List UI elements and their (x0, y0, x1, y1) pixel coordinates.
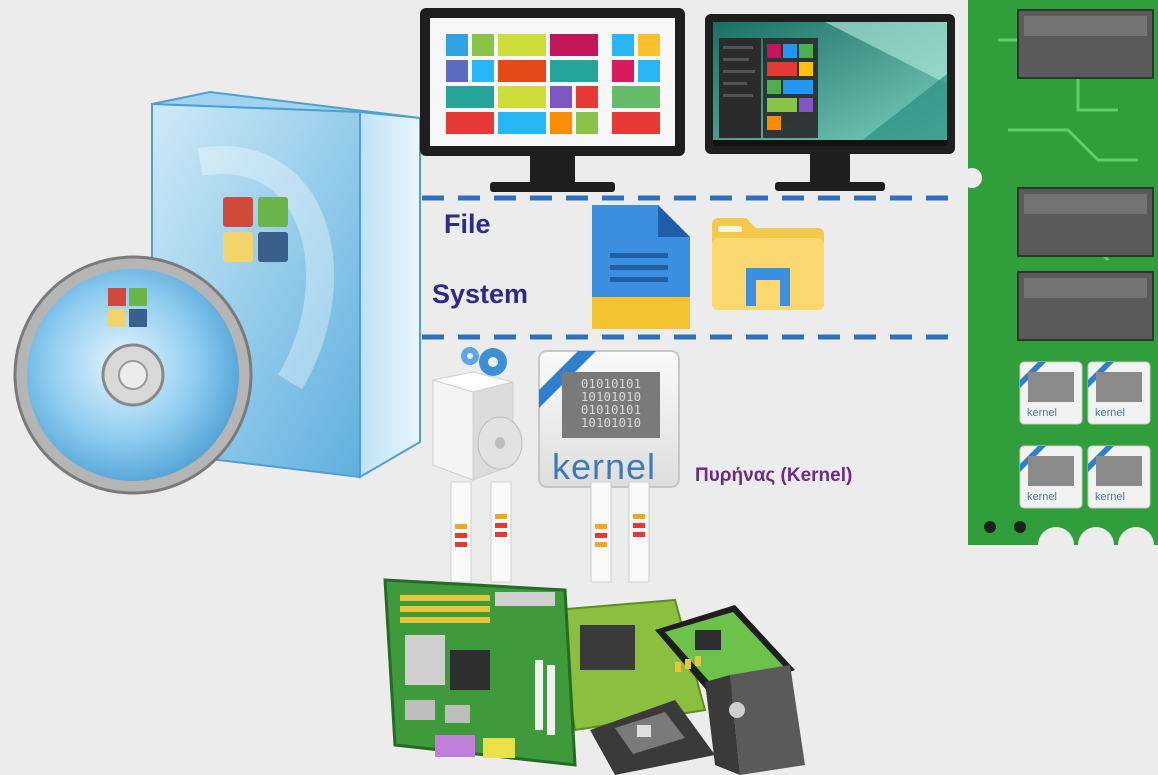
separator-bottom (422, 334, 948, 340)
install-disc-icon (13, 255, 253, 495)
ram-chip-label: kernel (1027, 407, 1057, 419)
separator-top (422, 195, 948, 201)
hardware-components-icon (383, 578, 805, 775)
file-explorer-icon (712, 218, 824, 310)
kernel-chip-icon: 01010101 10101010 01010101 10101010 kern… (538, 350, 680, 488)
file-system-label-line2: System (432, 279, 529, 309)
ram-chip-label: kernel (1027, 491, 1057, 503)
monitor-metro-icon (420, 8, 685, 192)
kernel-word: kernel (552, 446, 657, 487)
kernel-caption: Πυρήνας (Kernel) (695, 465, 853, 486)
ram-module-icon: kernel kernel kernel kernel (968, 0, 1158, 545)
monitor-desktop-icon (705, 14, 955, 191)
document-icon (592, 205, 690, 329)
kernel-binary-text: 01010101 10101010 01010101 10101010 (580, 376, 642, 430)
installer-package-icon (432, 347, 523, 481)
file-system-label-line1: File (444, 209, 491, 239)
connector-strips (450, 481, 650, 583)
ram-chip-label: kernel (1095, 407, 1125, 419)
ram-chip-label: kernel (1095, 491, 1125, 503)
